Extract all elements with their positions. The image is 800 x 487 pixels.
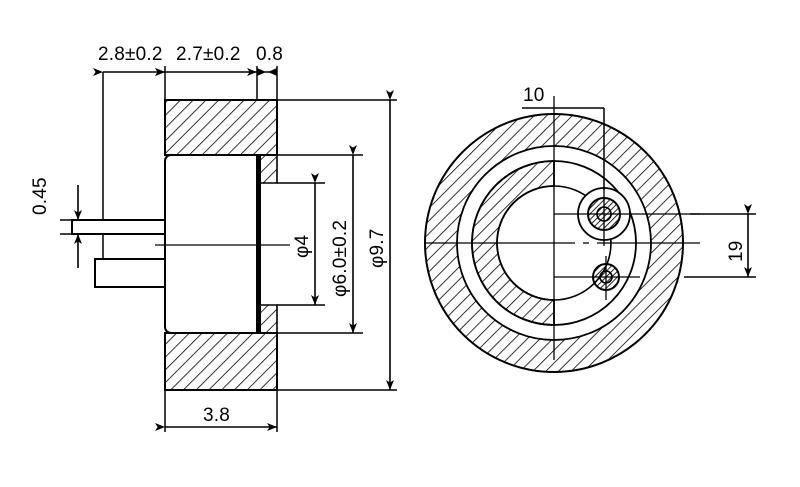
- top-dimension-chain: 2.8±0.2 2.7±0.2 0.8: [93, 44, 283, 76]
- end-view-centerlines: [424, 96, 700, 360]
- body-lower-section: [164, 332, 278, 391]
- dim-label-3-8: 3.8: [203, 405, 230, 426]
- dim-label-0-8: 0.8: [256, 44, 283, 65]
- end-view: 10: [424, 85, 700, 373]
- inner-cavity: [164, 154, 258, 334]
- dim-label-phi6: φ6.0±0.2: [330, 220, 351, 297]
- dim-label-2-8: 2.8±0.2: [98, 44, 163, 65]
- lead-pin-lower: [94, 258, 166, 288]
- cross-section-view: [71, 66, 397, 391]
- lead-pin-upper: [71, 219, 166, 235]
- diameter-leader-lines: [277, 99, 397, 391]
- dim-label-0-45: 0.45: [30, 177, 51, 215]
- dim-label-phi97: φ9.7: [367, 228, 388, 268]
- dim-label-2-7: 2.7±0.2: [176, 44, 241, 65]
- body-upper-section: [164, 99, 278, 156]
- diameter-dimensions: φ4 φ6.0±0.2 φ9.7: [292, 90, 394, 390]
- dim-label-10: 10: [523, 85, 545, 106]
- end-view-right-dimension: 19: [684, 204, 756, 278]
- dim-label-19: 19: [726, 240, 747, 262]
- lead-thickness-dimension: 0.45: [30, 177, 110, 268]
- bottom-dimension: 3.8: [155, 390, 278, 432]
- dim-label-phi4: φ4: [292, 234, 313, 258]
- end-view-chord-lines: [522, 107, 605, 190]
- front-flange-section: [256, 154, 278, 334]
